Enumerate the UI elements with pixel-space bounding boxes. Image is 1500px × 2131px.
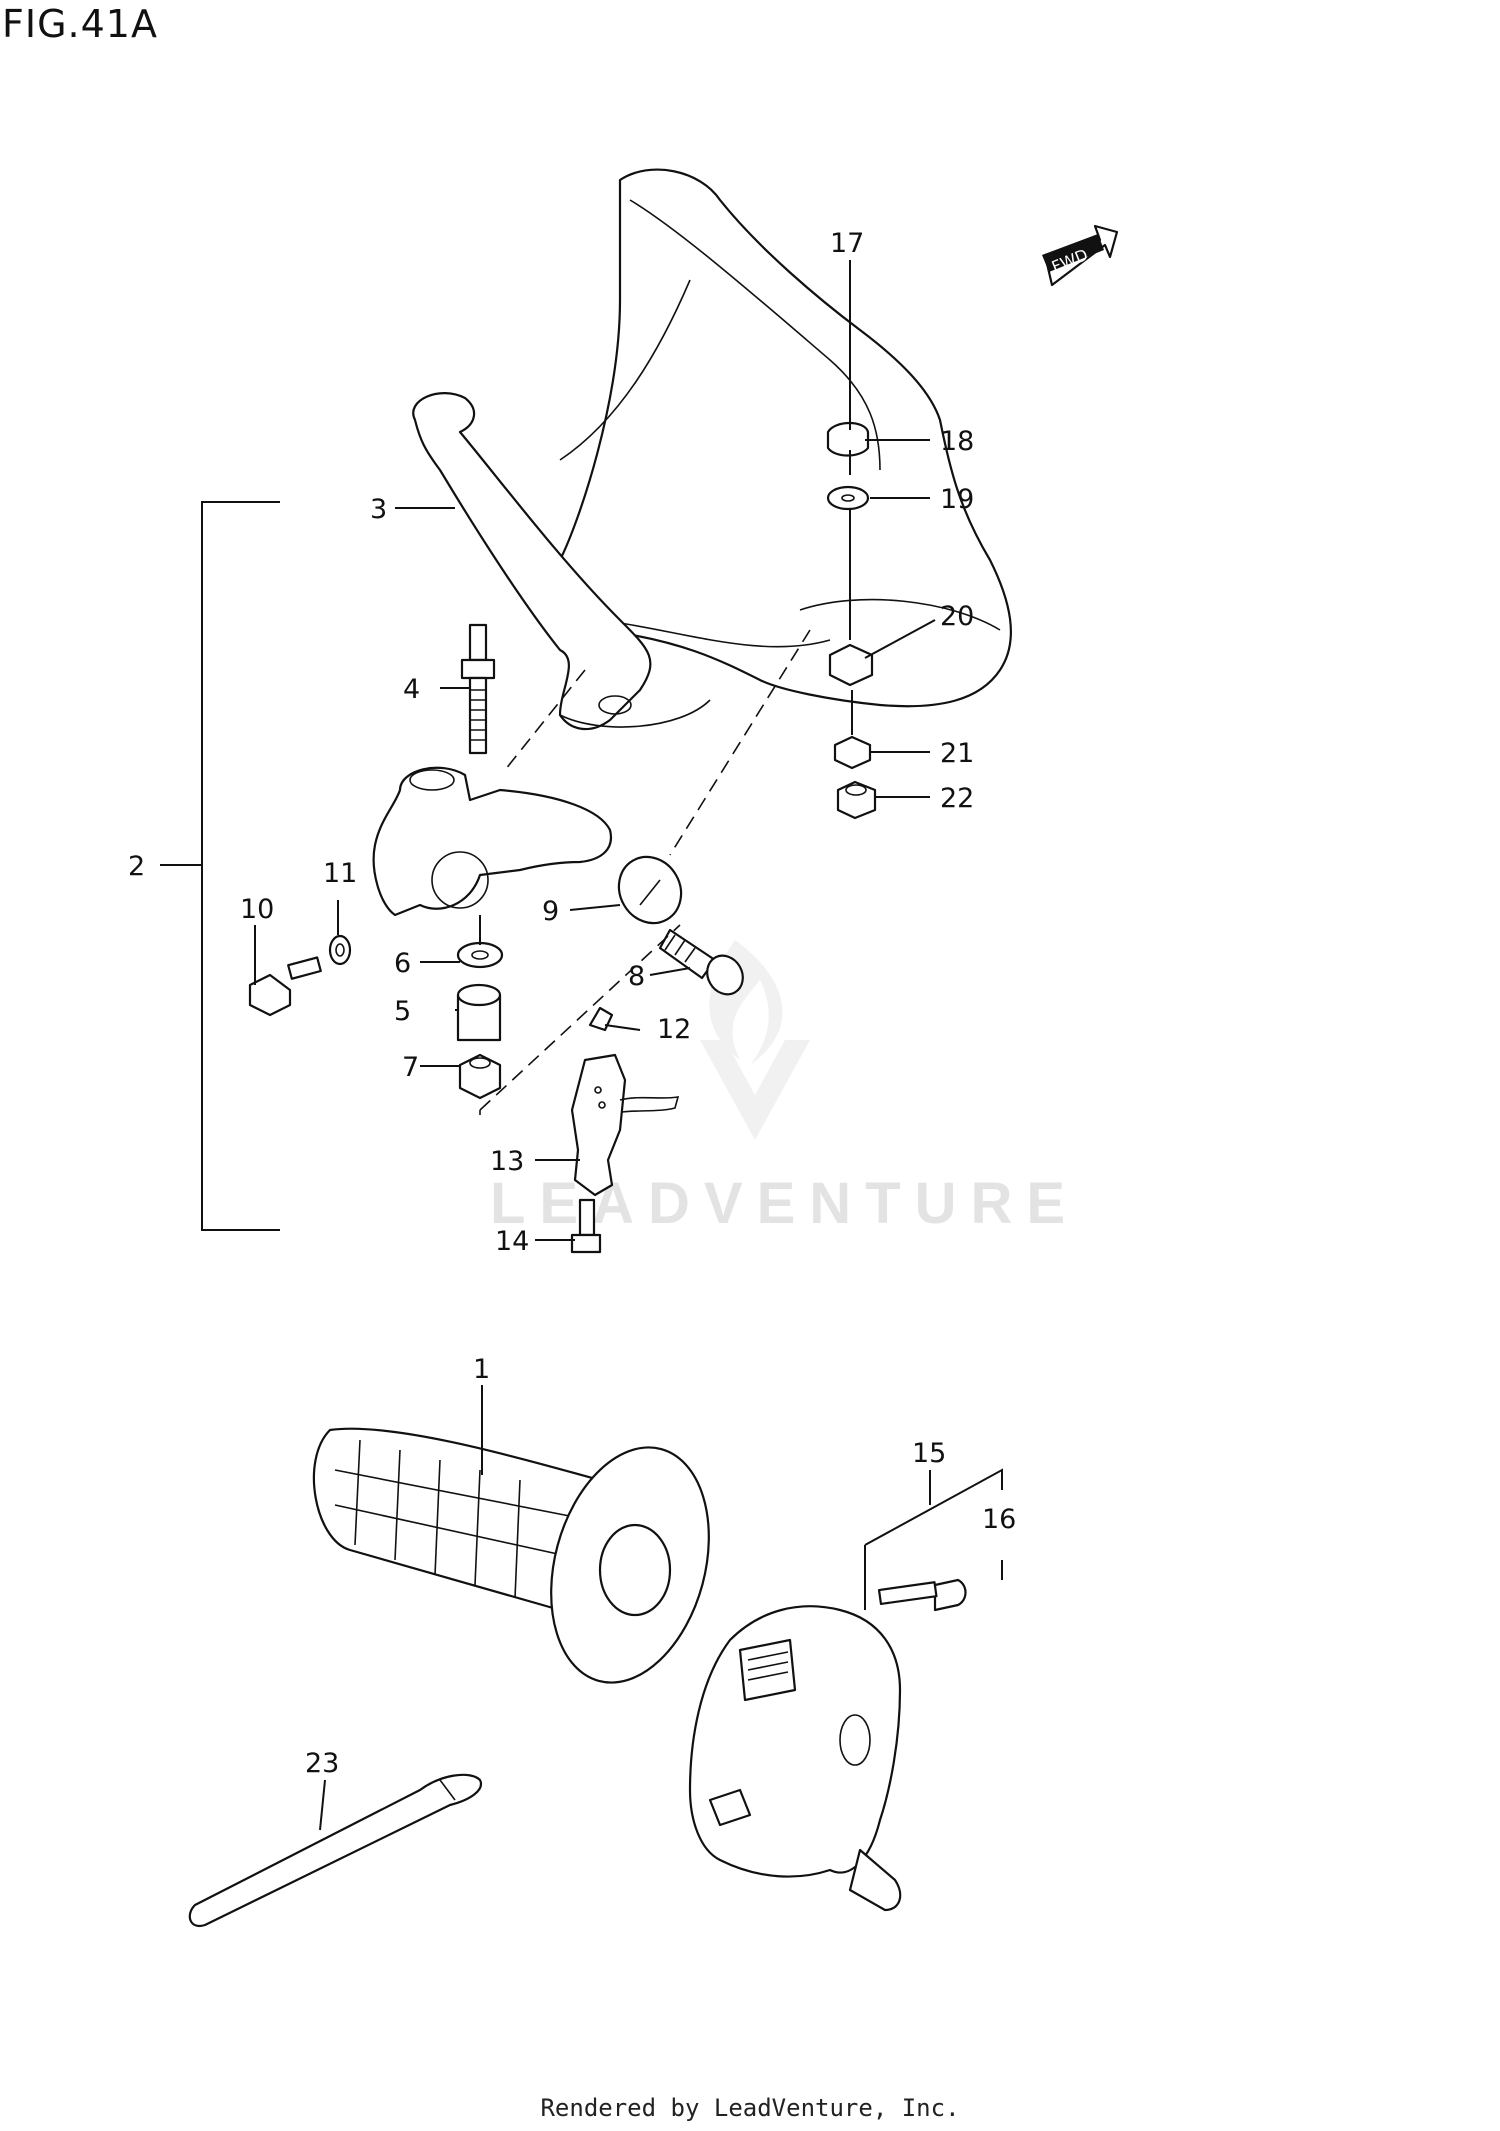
pivot-bolt-4	[460, 623, 496, 755]
callout-4: 4	[403, 674, 420, 705]
callout-22: 22	[940, 783, 974, 814]
callout-16: 16	[982, 1504, 1016, 1535]
callout-2: 2	[128, 851, 145, 882]
clip-12	[588, 1006, 614, 1032]
screw-16	[877, 1578, 967, 1612]
clutch-switch-13	[570, 1053, 680, 1197]
callout-19: 19	[940, 484, 974, 515]
assembly-bracket-2	[160, 501, 280, 1231]
nut-22	[836, 780, 877, 820]
callout-13: 13	[490, 1146, 524, 1177]
nut-7	[458, 1053, 502, 1100]
cable-tie-23	[188, 1773, 483, 1928]
adjuster-9	[617, 855, 683, 925]
callout-labels: 1 2 3 4 5 6 7 8 9 10 11 12 13 14 15 16 1…	[128, 228, 1016, 1779]
lever-holder-body	[372, 766, 613, 917]
figure-title: FIG.41A	[2, 2, 158, 46]
callout-3: 3	[370, 494, 387, 525]
callout-5: 5	[394, 996, 411, 1027]
assembly-bracket-15	[864, 1468, 1003, 1610]
callout-21: 21	[940, 738, 974, 769]
callout-7: 7	[402, 1052, 419, 1083]
assembly-dash-lines	[479, 450, 853, 1115]
washer-19	[826, 485, 870, 511]
cap-nut-18	[826, 421, 870, 457]
callout-1: 1	[473, 1354, 490, 1385]
handlebar-switch-15	[688, 1605, 902, 1912]
nut-20	[828, 643, 874, 687]
callout-18: 18	[940, 426, 974, 457]
callout-17: 17	[830, 228, 864, 259]
callout-20: 20	[940, 601, 974, 632]
clutch-lever-part	[412, 392, 711, 731]
bolt-10	[248, 956, 322, 1017]
callout-10: 10	[240, 894, 274, 925]
collar-5	[456, 983, 502, 1042]
callout-23: 23	[305, 1748, 339, 1779]
nut-21	[833, 735, 872, 770]
callout-15: 15	[912, 1438, 946, 1469]
leader-lines	[254, 260, 936, 1831]
grip-1	[312, 1427, 710, 1684]
callout-12: 12	[657, 1014, 691, 1045]
callout-11: 11	[323, 858, 357, 889]
adjuster-screw-8	[658, 928, 744, 996]
callout-6: 6	[394, 948, 411, 979]
callout-8: 8	[628, 961, 645, 992]
fwd-direction-badge: FWD	[1042, 224, 1119, 287]
callout-9: 9	[542, 896, 559, 927]
footer-credit: Rendered by LeadVenture, Inc.	[540, 2094, 960, 2122]
washer-6	[456, 941, 504, 969]
screw-14	[570, 1198, 602, 1254]
washer-11	[328, 934, 352, 966]
callout-14: 14	[495, 1226, 529, 1257]
